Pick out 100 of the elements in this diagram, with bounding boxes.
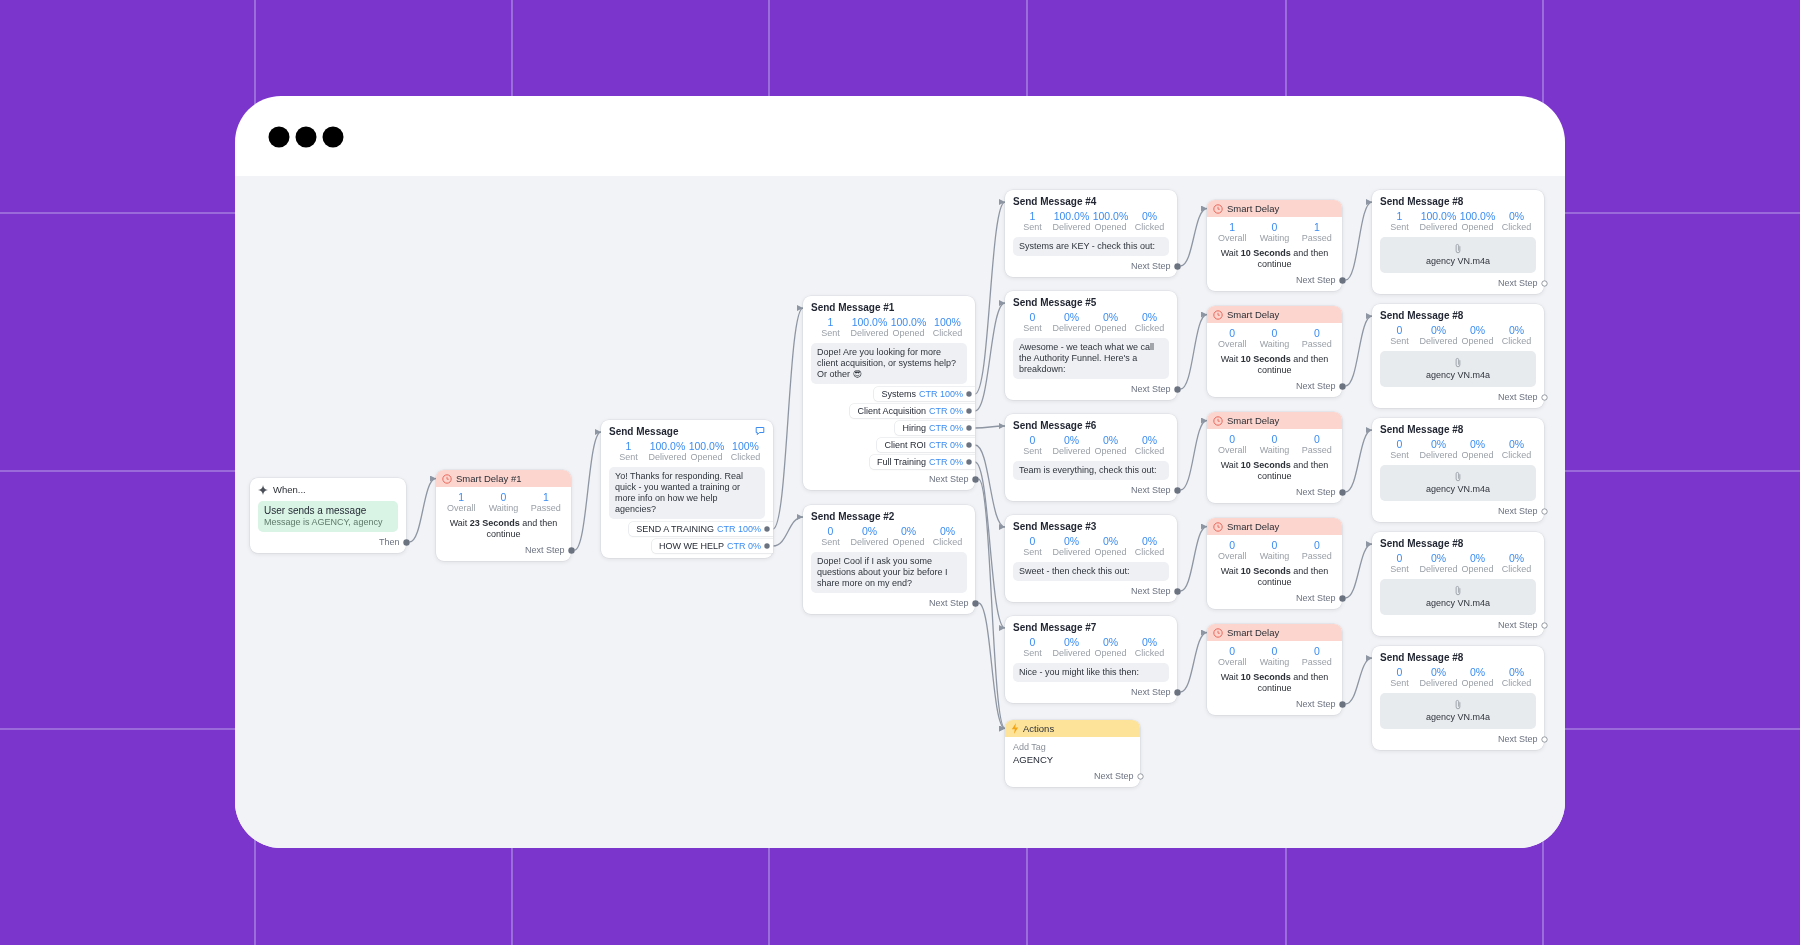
- message-card: [601, 420, 773, 558]
- stat-value: 100.0%: [1459, 210, 1496, 222]
- stat-label: Passed: [1301, 339, 1332, 350]
- stat-label: Delivered: [1419, 222, 1458, 233]
- message-text: Dope! Cool if I ask you some questions about your biz before I share more on my end?: [817, 556, 949, 589]
- stat-value: 0: [1313, 645, 1320, 657]
- port-label: Next Step: [1130, 484, 1171, 496]
- stat-label: Sent: [1023, 648, 1042, 659]
- stat-label: Sent: [619, 452, 638, 463]
- stat-label: Passed: [530, 503, 561, 514]
- stat-label: Delivered: [648, 452, 687, 463]
- port-label: Next Step: [1497, 391, 1538, 403]
- card-title: Send Message: [609, 426, 679, 438]
- port-label: Next Step: [1497, 733, 1538, 745]
- stat-label: Clicked: [730, 452, 761, 463]
- stat-label: Sent: [1023, 222, 1042, 233]
- stat-label: Clicked: [1501, 336, 1532, 347]
- stat-value: 0: [1271, 433, 1278, 445]
- stat-value: 0%: [1508, 552, 1525, 564]
- stat-label: Opened: [1094, 648, 1127, 659]
- message-text: Team is everything, check this out:: [1019, 465, 1158, 476]
- stat-value: 100.0%: [1420, 210, 1457, 222]
- stat-value: 0%: [1508, 438, 1525, 450]
- stat-label: Opened: [1461, 222, 1494, 233]
- stat-label: Opened: [892, 328, 925, 339]
- stat-value: 0%: [1430, 438, 1447, 450]
- message-text: Dope! Are you looking for more client acquisition, or systems help? Or other 😎: [817, 347, 958, 380]
- port-label: Then: [379, 536, 400, 548]
- stat-value: 100%: [934, 316, 961, 328]
- connector-arrow: [1179, 525, 1208, 592]
- card-title: Send Message #8: [1380, 538, 1464, 550]
- stat-value: 0%: [1430, 666, 1447, 678]
- stat-label: Opened: [1094, 323, 1127, 334]
- stat-value: 0%: [900, 525, 917, 537]
- stat-value: 0: [1029, 636, 1036, 648]
- port-label: Next Step: [1130, 585, 1171, 597]
- connector-arrow: [1344, 656, 1373, 705]
- stat-value: 0%: [1102, 434, 1119, 446]
- attachment-box: [1380, 465, 1536, 501]
- message-text: Nice - you might like this then:: [1019, 667, 1141, 678]
- stat-value: 0: [1029, 535, 1036, 547]
- stat-value: 0: [500, 491, 507, 503]
- reply-button: Hiring CTR 0%: [895, 421, 975, 435]
- stat-value: 0%: [1469, 324, 1486, 336]
- delay-text: Wait 10 Seconds and then continue: [1219, 566, 1330, 588]
- stat-value: 0%: [861, 525, 878, 537]
- stat-label: Clicked: [1134, 323, 1165, 334]
- stat-label: Clicked: [1501, 450, 1532, 461]
- delay-text: Wait 10 Seconds and then continue: [1219, 672, 1330, 694]
- reply-button: Client Acquisition CTR 0%: [850, 404, 975, 418]
- delay-text: Wait 23 Seconds and then continue: [448, 518, 559, 540]
- port-label: Next Step: [1295, 592, 1336, 604]
- stat-label: Sent: [1023, 323, 1042, 334]
- stat-label: Delivered: [850, 537, 889, 548]
- stat-label: Opened: [1094, 547, 1127, 558]
- stat-label: Sent: [1390, 678, 1409, 689]
- condition-text: Message is AGENCY, agency: [264, 517, 383, 528]
- stat-label: Delivered: [1052, 547, 1091, 558]
- stat-label: Overall: [1217, 551, 1247, 562]
- stat-label: Sent: [1023, 446, 1042, 457]
- connector-arrow: [977, 478, 1006, 730]
- card-title: Smart Delay: [1227, 414, 1280, 427]
- stat-value: 100.0%: [1092, 210, 1129, 222]
- port-label: Next Step: [1295, 486, 1336, 498]
- stat-label: Passed: [1301, 445, 1332, 456]
- stat-label: Clicked: [1134, 446, 1165, 457]
- reply-button: SEND A TRAINING CTR 100%: [629, 522, 773, 536]
- stat-value: 0: [1229, 539, 1236, 551]
- stat-value: 0%: [1469, 552, 1486, 564]
- stat-label: Waiting: [1259, 445, 1290, 456]
- stat-value: 0: [1396, 552, 1403, 564]
- stat-label: Clicked: [932, 537, 963, 548]
- stat-label: Sent: [821, 537, 840, 548]
- stat-value: 100%: [732, 440, 759, 452]
- stat-label: Opened: [1461, 450, 1494, 461]
- connector-arrow: [974, 201, 1006, 395]
- stat-value: 1: [1396, 210, 1403, 222]
- stat-label: Clicked: [1501, 222, 1532, 233]
- delay-text: Wait 10 Seconds and then continue: [1219, 460, 1330, 482]
- card-title: Send Message #3: [1013, 521, 1097, 533]
- stat-value: 0: [1029, 434, 1036, 446]
- message-text: Yo! Thanks for responding. Real quick - you wanted a training or more info on how we help agencies?: [615, 471, 745, 515]
- stat-value: 0%: [1430, 324, 1447, 336]
- stat-value: 100.0%: [1053, 210, 1090, 222]
- stat-label: Delivered: [1419, 564, 1458, 575]
- stat-value: 0%: [1508, 210, 1525, 222]
- stat-value: 0%: [1141, 210, 1158, 222]
- connector-arrow: [977, 602, 1006, 730]
- stat-value: 1: [1313, 221, 1320, 233]
- card-title: When...: [273, 484, 306, 496]
- tag-value: AGENCY: [1013, 754, 1054, 766]
- reply-button: Client ROI CTR 0%: [877, 438, 975, 452]
- connector-arrow: [974, 461, 1006, 629]
- port-label: Next Step: [1295, 380, 1336, 392]
- stat-label: Passed: [1301, 657, 1332, 668]
- connector-arrow: [974, 444, 1006, 528]
- attachment-box: [1380, 351, 1536, 387]
- reply-button: Full Training CTR 0%: [869, 455, 975, 469]
- stat-value: 0%: [1141, 434, 1158, 446]
- stat-label: Overall: [1217, 445, 1247, 456]
